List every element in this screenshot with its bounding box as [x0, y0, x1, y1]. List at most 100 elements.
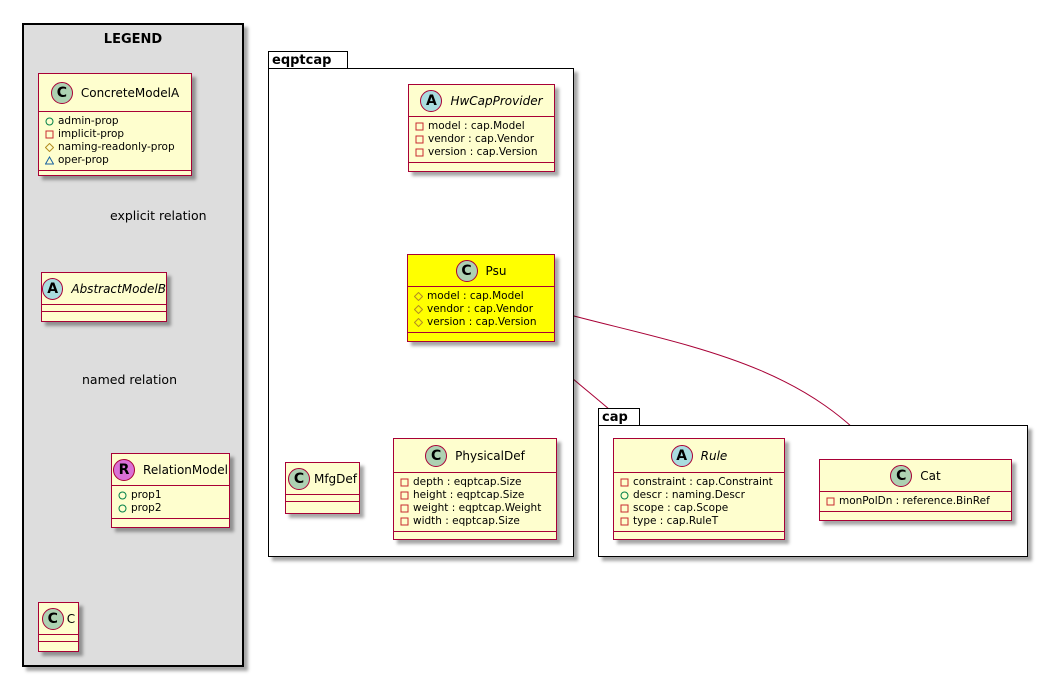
attribute-text: naming-readonly-prop — [58, 141, 175, 153]
class-mfgdef[interactable]: C MfgDef — [285, 462, 360, 514]
package-tab-eqptcap: eqptcap — [268, 51, 348, 69]
attribute-row: version : cap.Version — [415, 146, 548, 159]
attribute-text: version : cap.Version — [427, 316, 537, 328]
attribute-compartment — [286, 495, 359, 502]
class-name: PhysicalDef — [455, 448, 525, 463]
class-badge-icon: A — [42, 277, 64, 300]
method-compartment — [394, 532, 556, 539]
relation-badge-icon: R — [113, 458, 136, 481]
attribute-row: admin-prop — [45, 115, 185, 128]
attribute-row: prop1 — [118, 489, 223, 502]
class-name: RelationModel — [143, 462, 228, 477]
protected-visibility-icon — [45, 143, 54, 152]
public-visibility-icon — [118, 491, 127, 500]
private-visibility-icon — [826, 497, 835, 506]
class-badge-icon: C — [455, 259, 478, 282]
attribute-row: monPolDn : reference.BinRef — [826, 495, 1005, 508]
private-visibility-icon — [415, 148, 424, 157]
attribute-row: type : cap.RuleT — [620, 515, 778, 528]
class-name: MfgDef — [313, 471, 358, 486]
class-name: AbstractModelB — [71, 281, 166, 296]
class-header: C PhysicalDef — [394, 439, 556, 473]
attribute-text: descr : naming.Descr — [633, 489, 745, 501]
attribute-text: type : cap.RuleT — [633, 515, 719, 527]
attribute-text: prop1 — [131, 489, 162, 501]
attribute-text: monPolDn : reference.BinRef — [839, 495, 990, 507]
method-compartment — [614, 532, 784, 539]
attribute-row: version : cap.Version — [414, 316, 548, 329]
psu-cat-composition — [554, 310, 881, 457]
private-visibility-icon — [400, 517, 409, 526]
attribute-text: vendor : cap.Vendor — [428, 133, 535, 145]
attribute-row: height : eqptcap.Size — [400, 489, 550, 502]
public-visibility-icon — [620, 491, 629, 500]
attribute-compartment — [42, 305, 166, 312]
explicit-relation-label: explicit relation — [110, 208, 207, 223]
attribute-row: constraint : cap.Constraint — [620, 476, 778, 489]
method-compartment — [39, 171, 191, 178]
attribute-text: constraint : cap.Constraint — [633, 476, 773, 488]
attribute-row: width : eqptcap.Size — [400, 515, 550, 528]
private-visibility-icon — [415, 135, 424, 144]
method-compartment — [408, 333, 554, 340]
attribute-row: scope : cap.Scope — [620, 502, 778, 515]
class-badge-icon: C — [287, 467, 310, 490]
protected-visibility-icon — [414, 305, 423, 314]
attribute-row: descr : naming.Descr — [620, 489, 778, 502]
method-compartment — [112, 519, 229, 526]
class-header: C ConcreteModelA — [39, 74, 191, 112]
class-name: ConcreteModelA — [80, 85, 180, 100]
attribute-text: admin-prop — [58, 115, 119, 127]
attribute-row: model : cap.Model — [414, 290, 548, 303]
class-header: A AbstractModelB — [42, 273, 166, 305]
class-header: C MfgDef — [286, 463, 359, 495]
class-cat[interactable]: C Cat monPolDn : reference.BinRef — [819, 459, 1012, 521]
attribute-text: oper-prop — [58, 154, 109, 166]
class-badge-icon: C — [425, 444, 448, 467]
protected-visibility-icon — [414, 292, 423, 301]
class-name: Cat — [920, 468, 941, 483]
attribute-text: scope : cap.Scope — [633, 502, 729, 514]
attribute-list: monPolDn : reference.BinRef — [820, 492, 1011, 512]
attribute-text: height : eqptcap.Size — [413, 489, 525, 501]
class-header: C Psu — [408, 255, 554, 287]
class-c[interactable]: C C — [38, 602, 79, 652]
private-visibility-icon — [400, 491, 409, 500]
method-compartment — [286, 502, 359, 509]
method-compartment — [409, 163, 554, 170]
attribute-row: oper-prop — [45, 154, 185, 167]
attribute-row: prop2 — [118, 502, 223, 515]
public-visibility-icon — [118, 504, 127, 513]
legend-title: LEGEND — [103, 32, 163, 47]
method-compartment — [820, 512, 1011, 519]
method-compartment — [39, 642, 78, 649]
class-abstractmodelb[interactable]: A AbstractModelB — [41, 272, 167, 322]
class-badge-icon: C — [41, 607, 64, 630]
protected-visibility-icon — [414, 318, 423, 327]
attribute-text: implicit-prop — [58, 128, 125, 140]
public-visibility-icon — [45, 117, 54, 126]
private-visibility-icon — [400, 504, 409, 513]
class-name: Rule — [700, 448, 728, 463]
attribute-row: vendor : cap.Vendor — [415, 133, 548, 146]
package-visibility-icon — [45, 156, 54, 165]
class-name: HwCapProvider — [450, 93, 543, 108]
private-visibility-icon — [620, 504, 629, 513]
named-relation-label: named relation — [82, 372, 177, 387]
class-badge-icon: A — [670, 444, 693, 467]
attribute-text: weight : eqptcap.Weight — [413, 502, 542, 514]
class-header: R RelationModel — [112, 454, 229, 486]
attribute-row: model : cap.Model — [415, 120, 548, 133]
private-visibility-icon — [620, 478, 629, 487]
